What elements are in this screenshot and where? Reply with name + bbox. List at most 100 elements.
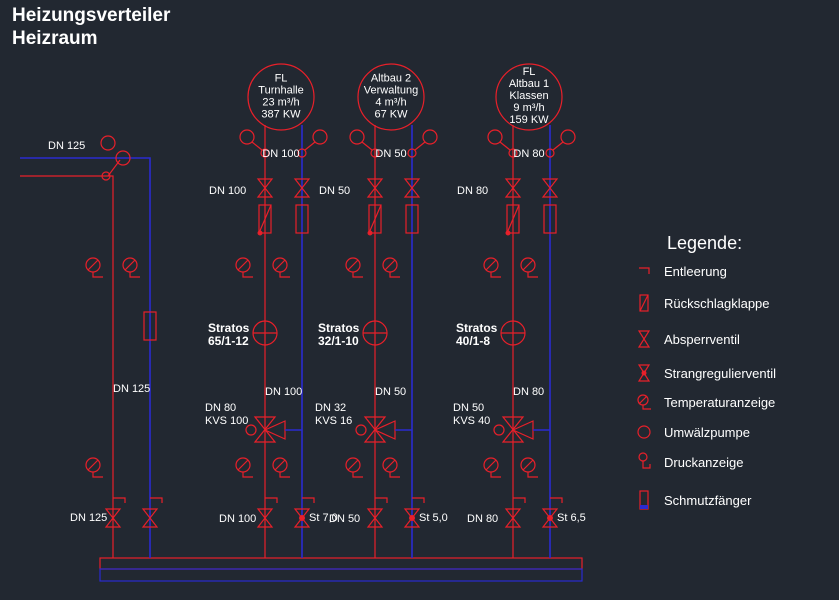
consumer-circle <box>247 63 315 131</box>
drain-icon <box>375 497 388 503</box>
thermometer-icon <box>312 129 328 145</box>
distribution-header <box>99 557 583 582</box>
title-line-2: Heizraum <box>12 28 98 49</box>
shutoff-valve-icon <box>504 178 522 198</box>
dn-mid-label: DN 50 <box>375 386 406 398</box>
pump-model-label: 65/1-12 <box>208 334 249 348</box>
pump-model-label: Stratos <box>456 321 498 335</box>
legend-item-label: Schmutzfänger <box>664 493 752 508</box>
dn-top-label: DN 50 <box>375 148 406 160</box>
shutoff-valve-icon <box>366 178 384 198</box>
thermometer-icon <box>345 457 363 478</box>
shutoff-valve-icon <box>504 508 522 528</box>
main-dn-top: DN 125 <box>48 140 85 152</box>
consumer-label: Altbau 1 <box>509 78 549 90</box>
mixer-kvs-label: KVS 40 <box>453 415 490 427</box>
main-feed: DN 125 DN 125 DN 125 <box>20 135 163 558</box>
thermometer-icon <box>235 257 253 278</box>
mixer-dn-label: DN 50 <box>453 402 484 414</box>
drain-icon <box>150 497 163 503</box>
legend-item-label: Strangregulierventil <box>664 366 776 381</box>
dn-top-label: DN 80 <box>513 148 544 160</box>
pressure-gauge-icon <box>382 457 400 478</box>
thermometer-icon <box>382 257 400 278</box>
thermometer-icon <box>235 457 253 478</box>
balancing-valve-icon <box>541 508 559 528</box>
drain-icon <box>513 497 526 503</box>
check-valve-icon <box>258 204 272 234</box>
drain-icon <box>412 497 425 503</box>
dn-mid-label: DN 80 <box>513 386 544 398</box>
thermometer-icon <box>422 129 438 145</box>
consumer-label: 159 KW <box>509 114 549 126</box>
shutoff-valve-icon <box>541 178 559 198</box>
main-dn-mid: DN 125 <box>113 383 150 395</box>
legend-title: Legende: <box>667 233 742 253</box>
dn-bottom-label: DN 50 <box>329 513 360 525</box>
shutoff-valve-icon <box>366 508 384 528</box>
thermometer-icon <box>272 257 290 278</box>
legend-item-label: Absperrventil <box>664 332 740 347</box>
consumer-label: Altbau 2 <box>371 73 411 85</box>
balancing-valve-icon <box>293 508 311 528</box>
thermometer-icon <box>487 129 503 145</box>
balancing-setting-label: St 5,0 <box>419 512 448 524</box>
strainer-icon <box>543 204 557 234</box>
consumer-circle <box>495 63 563 131</box>
legend-item-label: Temperaturanzeige <box>664 395 775 410</box>
thermometer-icon <box>560 129 576 145</box>
main-supply-pipe <box>20 175 114 558</box>
consumer-label: FL <box>523 66 536 78</box>
consumer-label: 4 m³/h <box>375 97 406 109</box>
check-valve-icon <box>506 204 520 234</box>
dn-bottom-label: DN 80 <box>467 513 498 525</box>
thermometer-icon <box>349 129 365 145</box>
legend-item-label: Umwälzpumpe <box>664 425 750 440</box>
dn-valve-label: DN 100 <box>209 185 246 197</box>
dn-valve-label: DN 50 <box>319 185 350 197</box>
thermometer-icon <box>483 257 501 278</box>
check-valve-icon <box>639 294 649 312</box>
consumer-label: Verwaltung <box>364 85 418 97</box>
strainer-icon <box>143 311 157 341</box>
drain-icon <box>113 497 126 503</box>
balancing-valve-icon <box>637 364 651 382</box>
consumer-circle <box>357 63 425 131</box>
pump-icon <box>637 425 651 439</box>
pump-model-label: 40/1-8 <box>456 334 490 348</box>
consumer-label: FL <box>275 73 288 85</box>
balancing-valve-icon <box>403 508 421 528</box>
consumer-label: Klassen <box>509 90 548 102</box>
shutoff-valve-icon <box>293 178 311 198</box>
check-valve-icon <box>368 204 382 234</box>
strainer-icon <box>295 204 309 234</box>
dn-mid-label: DN 100 <box>265 386 302 398</box>
shutoff-valve-icon <box>104 508 122 528</box>
dn-top-label: DN 100 <box>262 148 299 160</box>
legend: Legende: EntleerungRückschlagklappeAbspe… <box>637 233 776 510</box>
thermometer-icon <box>520 257 538 278</box>
legend-item-label: Entleerung <box>664 264 727 279</box>
pump-model-label: Stratos <box>208 321 250 335</box>
pressure-gauge-icon <box>520 457 538 478</box>
strainer-icon <box>639 490 649 510</box>
pressure-gauge-icon <box>101 171 111 181</box>
drain-icon <box>265 497 278 503</box>
shutoff-valve-icon <box>256 508 274 528</box>
title-line-1: Heizungsverteiler <box>12 5 171 26</box>
consumer-label: 387 KW <box>261 109 301 121</box>
mixer-kvs-label: KVS 16 <box>315 415 352 427</box>
thermometer-icon <box>239 129 255 145</box>
dn-valve-label: DN 80 <box>457 185 488 197</box>
drain-icon <box>639 267 650 274</box>
shutoff-valve-icon <box>256 178 274 198</box>
shutoff-valve-icon <box>403 178 421 198</box>
thermometer-icon <box>85 257 103 278</box>
main-return-pipe <box>20 157 151 558</box>
consumer-label: 9 m³/h <box>513 102 544 114</box>
strainer-icon <box>405 204 419 234</box>
legend-item-label: Rückschlagklappe <box>664 296 770 311</box>
pressure-gauge-icon <box>272 457 290 478</box>
